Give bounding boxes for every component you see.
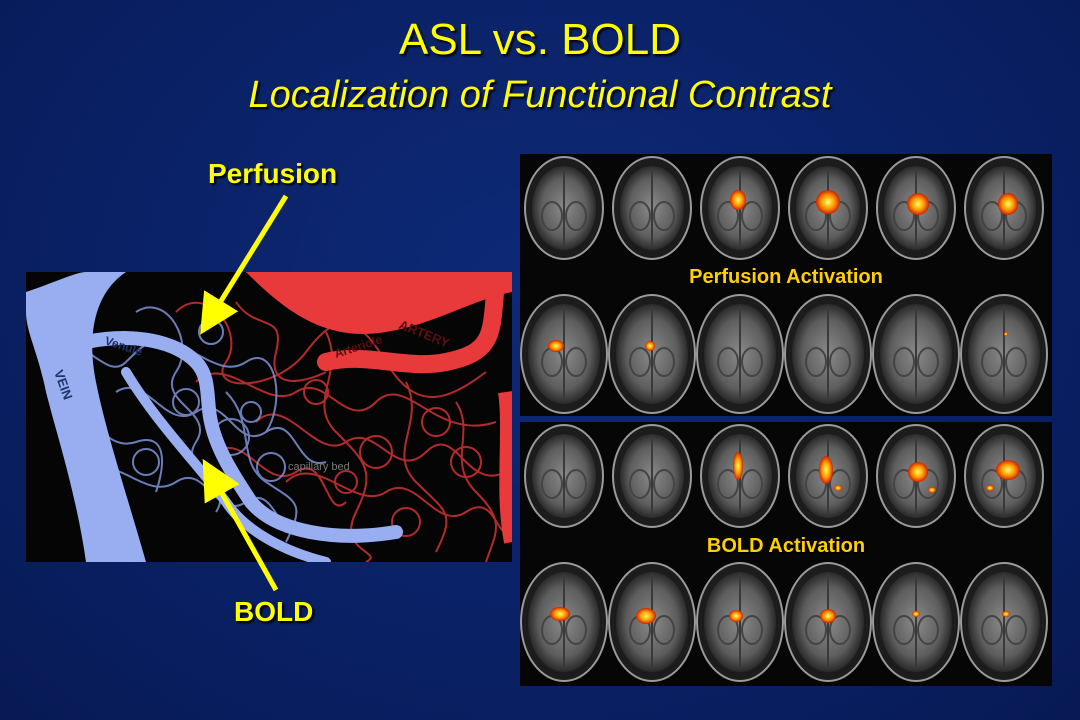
bold-activation-blob <box>928 487 936 493</box>
bold-slice <box>784 562 872 682</box>
perf-slice <box>964 156 1044 260</box>
perf-slice <box>960 294 1048 414</box>
bold-activation-blob <box>820 609 836 623</box>
bold-activation-blob <box>834 485 842 491</box>
perf-slice <box>872 294 960 414</box>
vein-vessel <box>26 272 146 562</box>
perfusion-mri-panel: Perfusion Activation <box>520 154 1052 416</box>
bold-slice <box>524 424 604 528</box>
arteriole-vessel <box>317 273 505 374</box>
bold-slice <box>788 424 868 528</box>
perfusion-activation-caption: Perfusion Activation <box>689 266 883 288</box>
bold-slice <box>872 562 960 682</box>
vascular-illustration: ARTERY Arteriole Venule VEIN capillary b… <box>26 272 512 562</box>
bold-slice <box>964 424 1044 528</box>
perfusion-slices <box>520 156 1048 414</box>
perfusion-label: Perfusion <box>208 158 338 189</box>
perf-slice <box>696 294 784 414</box>
slide-title: ASL vs. BOLD <box>398 15 682 64</box>
capillary-bed-text: capillary bed <box>288 461 350 473</box>
bold-activation-blob <box>986 485 994 491</box>
perf-activation-blob <box>730 190 746 210</box>
bold-activation-blob <box>729 610 743 622</box>
bold-slices <box>520 424 1048 682</box>
perfusion-arrow <box>200 194 289 335</box>
bold-slice <box>608 562 696 682</box>
artery-side-vessel <box>498 391 512 544</box>
perf-activation-blob <box>645 341 655 351</box>
perf-slice <box>788 156 868 260</box>
bold-activation-blob <box>912 611 920 617</box>
perf-activation-blob <box>907 193 929 215</box>
perf-slice <box>608 294 696 414</box>
bold-slice <box>700 424 780 528</box>
bold-label: BOLD <box>234 596 314 627</box>
bold-slice <box>520 562 608 682</box>
perf-activation-blob <box>816 190 840 214</box>
perf-activation-blob <box>548 340 564 352</box>
perf-slice <box>700 156 780 260</box>
bold-activation-blob <box>550 607 570 621</box>
bold-activation-caption: BOLD Activation <box>706 535 866 557</box>
bold-activation-blob <box>1002 611 1010 617</box>
perf-slice <box>784 294 872 414</box>
bold-slice <box>960 562 1048 682</box>
perf-slice <box>612 156 692 260</box>
perf-slice <box>520 294 608 414</box>
perf-slice <box>524 156 604 260</box>
bold-slice <box>696 562 784 682</box>
slide-subtitle: Localization of Functional Contrast <box>248 74 832 116</box>
bold-activation-blob <box>908 462 928 482</box>
venule-vessel <box>79 331 403 543</box>
bold-slice <box>612 424 692 528</box>
vascular-diagram: ARTERY Arteriole Venule VEIN capillary b… <box>26 272 512 562</box>
artery-vessel <box>246 272 512 334</box>
perf-activation-blob <box>998 193 1018 215</box>
perf-activation-blob <box>1004 332 1008 336</box>
bold-mri-panel: BOLD Activation <box>520 422 1052 686</box>
perf-slice <box>876 156 956 260</box>
bold-arrow <box>202 458 279 592</box>
bold-activation-blob <box>636 608 656 624</box>
bold-slice <box>876 424 956 528</box>
bold-activation-blob <box>996 460 1020 480</box>
bold-activation-blob <box>733 452 743 480</box>
bold-activation-blob <box>819 456 833 484</box>
